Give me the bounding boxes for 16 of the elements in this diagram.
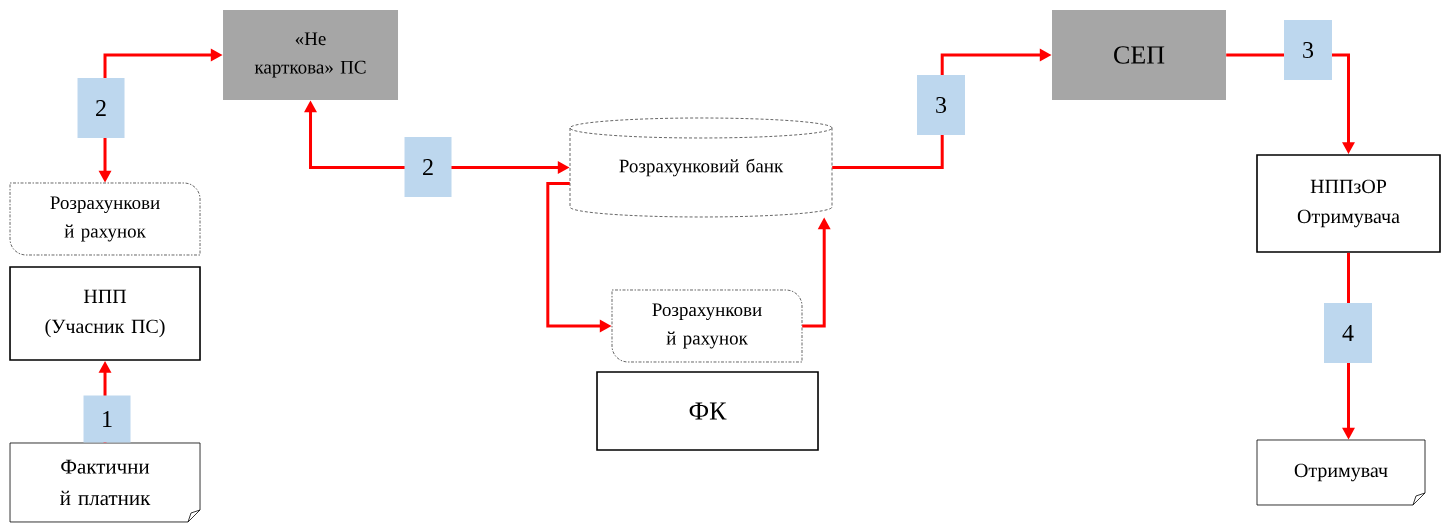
account-box: Розрахункови й рахунок [611, 289, 803, 363]
database-cylinder: Розрахунковий банк [569, 117, 833, 218]
edge-label: 2 [77, 78, 125, 138]
account-box: Розрахункови й рахунок [9, 182, 201, 256]
process-box: ФК [596, 371, 819, 451]
panel-box: СЕП [1052, 10, 1226, 100]
note-box: Фактични й платник [9, 442, 201, 523]
edge-label: 2 [404, 137, 452, 197]
note-box: Отримувач [1256, 439, 1426, 506]
edge-label: 1 [83, 395, 131, 443]
process-box: НППзОР Отримувача [1256, 154, 1441, 253]
edge-label: 3 [917, 75, 965, 135]
process-box: НПП (Учасник ПС) [9, 266, 201, 361]
panel-box: «Не карткова» ПС [223, 10, 398, 100]
edge-label: 4 [1324, 303, 1372, 363]
edge-label: 3 [1284, 20, 1332, 80]
